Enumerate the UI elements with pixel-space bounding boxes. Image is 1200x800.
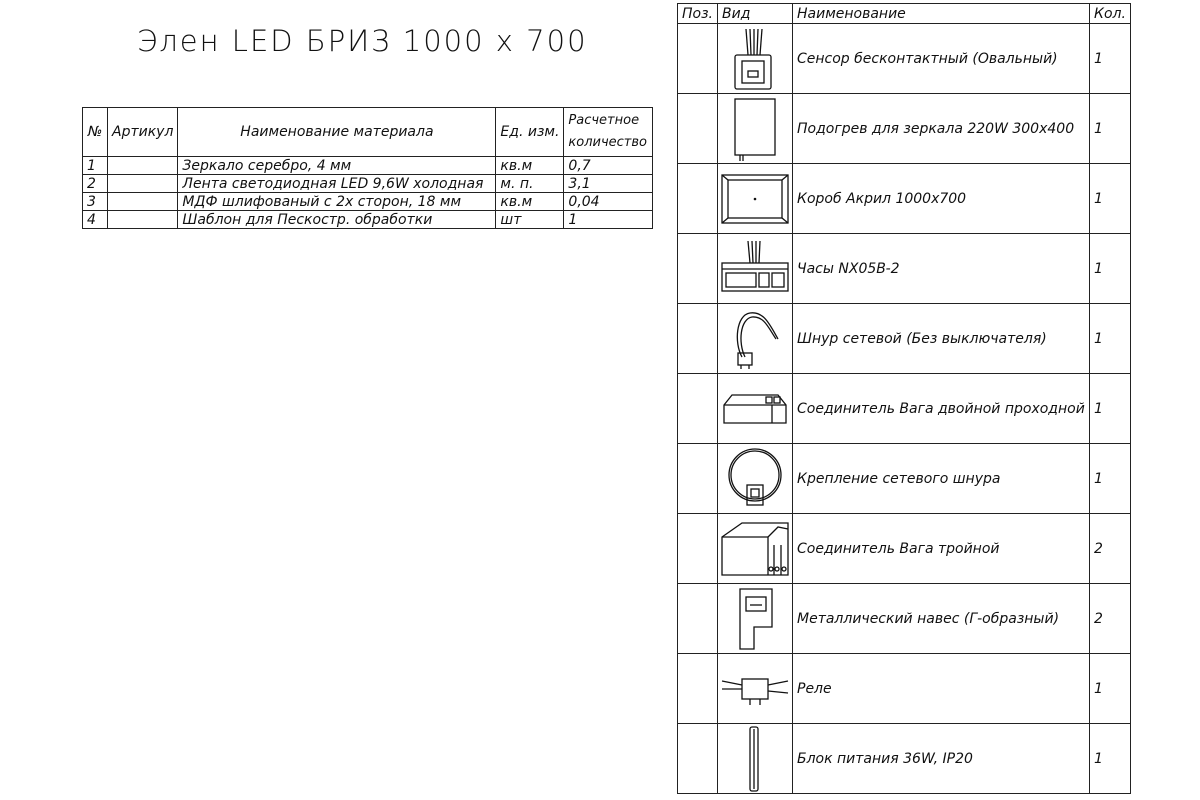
row-quantity: 0,7 [563,156,654,175]
table-row: Соединитель Вага двойной проходной 1 [677,373,1131,444]
header-unit: Ед. изм. [495,107,565,157]
row-material-name: Лента светодиодная LED 9,6W холодная [177,174,497,193]
touch-sensor-icon [734,28,772,90]
wago-triple-connector-icon [721,521,789,576]
table-row: Подогрев для зеркала 220W 300х400 1 [677,93,1131,164]
row-part-name: Часы NX05B-2 [792,233,1090,304]
row-position [677,163,718,234]
row-position [677,23,718,94]
row-part-qty: 1 [1089,233,1131,304]
materials-table: № Артикул Наименование материала Ед. изм… [82,107,654,229]
cord-clamp-icon [728,447,782,506]
mirror-heater-icon [734,97,776,161]
relay-icon [721,677,789,705]
row-article [106,192,179,211]
table-row: 2 Лента светодиодная LED 9,6W холодная м… [82,174,654,193]
row-position [677,583,718,654]
header-article: Артикул [106,107,179,157]
row-unit: кв.м [495,192,565,211]
header-material-name: Наименование материала [177,107,497,157]
row-quantity: 3,1 [563,174,654,193]
table-row: Шнур сетевой (Без выключателя) 1 [677,303,1131,374]
row-num: 4 [82,210,108,229]
row-unit: м. п. [495,174,565,193]
header-part-name: Наименование [792,3,1090,24]
row-part-name: Короб Акрил 1000х700 [792,163,1090,234]
table-row: Крепление сетевого шнура 1 [677,443,1131,514]
row-article [106,156,179,175]
row-part-name: Крепление сетевого шнура [792,443,1090,514]
row-part-name: Шнур сетевой (Без выключателя) [792,303,1090,374]
row-part-qty: 1 [1089,163,1131,234]
row-material-name: МДФ шлифованый с 2х сторон, 18 мм [177,192,497,211]
row-part-name: Подогрев для зеркала 220W 300х400 [792,93,1090,164]
row-part-qty: 1 [1089,303,1131,374]
row-position [677,513,718,584]
row-part-qty: 1 [1089,723,1131,794]
table-row: 4 Шаблон для Пескостр. обработки шт 1 [82,210,654,229]
row-part-name: Реле [792,653,1090,724]
row-part-name: Сенсор бесконтактный (Овальный) [792,23,1090,94]
row-part-name: Соединитель Вага двойной проходной [792,373,1090,444]
row-num: 3 [82,192,108,211]
row-article [106,210,179,229]
row-part-name: Соединитель Вага тройной [792,513,1090,584]
row-num: 2 [82,174,108,193]
header-num: № [82,107,108,157]
row-position [677,233,718,304]
row-part-qty: 2 [1089,513,1131,584]
header-position: Поз. [677,3,718,24]
row-article [106,174,179,193]
row-position [677,373,718,444]
row-unit: кв.м [495,156,565,175]
row-part-name: Металлический навес (Г-образный) [792,583,1090,654]
clock-module-icon [721,240,789,292]
power-supply-icon [749,725,759,792]
row-position [677,303,718,374]
row-part-qty: 1 [1089,373,1131,444]
document-title: Элен LED БРИЗ 1000 x 700 [137,24,588,58]
table-row: Соединитель Вага тройной 2 [677,513,1131,584]
row-part-qty: 1 [1089,23,1131,94]
row-part-qty: 1 [1089,93,1131,164]
table-row: Металлический навес (Г-образный) 2 [677,583,1131,654]
row-material-name: Шаблон для Пескостр. обработки [177,210,497,229]
parts-table: Поз. Вид Наименование Кол. [677,3,1131,794]
row-unit: шт [495,210,565,229]
row-quantity: 0,04 [563,192,654,211]
row-quantity: 1 [563,210,654,229]
table-row: Сенсор бесконтактный (Овальный) 1 [677,23,1131,94]
row-position [677,93,718,164]
row-num: 1 [82,156,108,175]
row-position [677,653,718,724]
wago-double-connector-icon [723,393,787,424]
table-row: 1 Зеркало серебро, 4 мм кв.м 0,7 [82,156,654,175]
header-part-qty: Кол. [1089,3,1131,24]
parts-header-row: Поз. Вид Наименование Кол. [677,3,1131,24]
row-part-qty: 1 [1089,443,1131,514]
table-row: Часы NX05B-2 1 [677,233,1131,304]
materials-header-row: № Артикул Наименование материала Ед. изм… [82,107,654,157]
header-quantity: Расчетное количество [563,107,654,157]
row-position [677,723,718,794]
acrylic-box-icon [721,173,789,224]
l-bracket-icon [739,587,773,650]
row-part-qty: 2 [1089,583,1131,654]
table-row: 3 МДФ шлифованый с 2х сторон, 18 мм кв.м… [82,192,654,211]
header-view: Вид [717,3,793,24]
row-position [677,443,718,514]
table-row: Короб Акрил 1000х700 1 [677,163,1131,234]
table-row: Реле 1 [677,653,1131,724]
row-material-name: Зеркало серебро, 4 мм [177,156,497,175]
row-part-name: Блок питания 36W, IP20 [792,723,1090,794]
power-cord-icon [736,311,779,369]
table-row: Блок питания 36W, IP20 1 [677,723,1131,794]
row-part-qty: 1 [1089,653,1131,724]
